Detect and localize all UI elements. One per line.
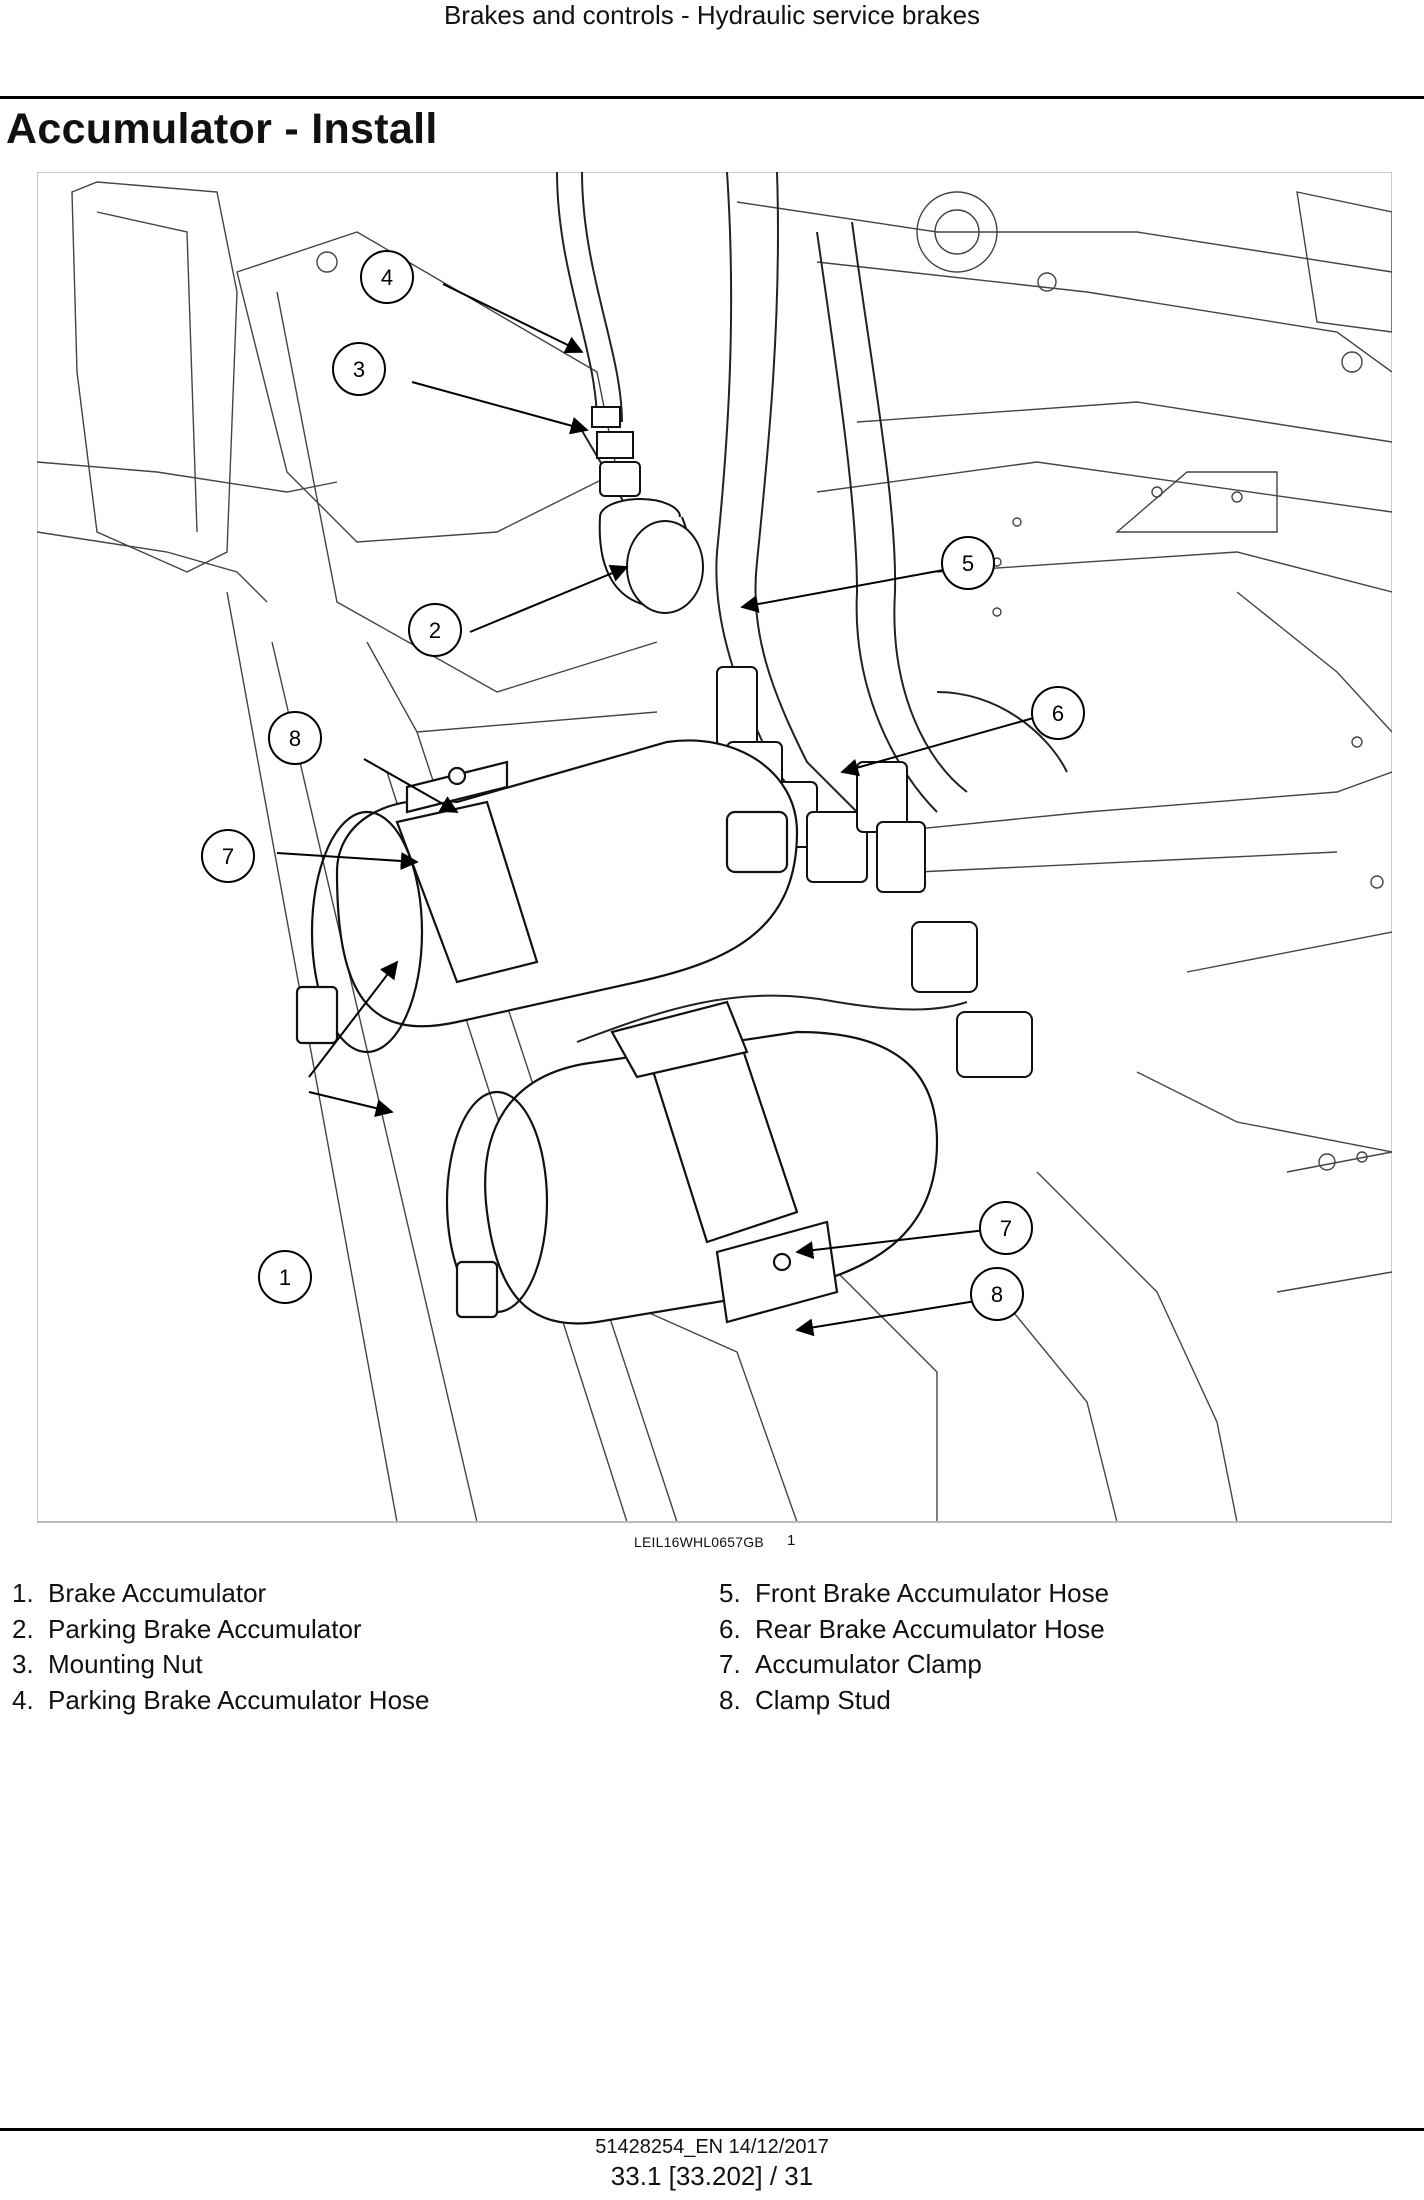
legend-label: Accumulator Clamp (755, 1649, 982, 1679)
footer-document-id: 51428254_EN 14/12/2017 (595, 2136, 829, 2158)
footer-page-number: 33.1 [33.202] / 31 (610, 2161, 814, 2191)
legend-number: 7. (719, 1649, 741, 1679)
callout-8-lower: 8 (970, 1267, 1024, 1321)
callout-2: 2 (408, 603, 462, 657)
svg-text:8: 8 (991, 1282, 1003, 1307)
callout-4: 4 (360, 250, 414, 304)
legend-number: 5. (719, 1578, 741, 1608)
svg-text:7: 7 (1000, 1216, 1012, 1241)
legend-number: 6. (719, 1613, 741, 1644)
legend-item: 8. Clamp Stud (719, 1683, 1109, 1719)
legend-item: 2. Parking Brake Accumulator (12, 1612, 430, 1648)
svg-text:1: 1 (279, 1265, 291, 1290)
legend-left-column: 1. Brake Accumulator 2. Parking Brake Accu… (12, 1576, 430, 1718)
legend-right-column: 5. Front Brake Accumulator Hose 6. Rear Br… (719, 1576, 1109, 1718)
figure-number: 1 (787, 1532, 796, 1549)
callout-1: 1 (258, 1250, 312, 1304)
legend-number: 4. (12, 1684, 34, 1715)
svg-text:3: 3 (353, 357, 365, 382)
hose-fittings (716, 666, 1033, 1078)
callout-6: 6 (1031, 686, 1085, 740)
footer-rule (0, 2128, 1424, 2131)
accumulator-install-illustration: 1 2 3 4 5 6 7 7 8 8 (37, 172, 1392, 1522)
parking-brake-accumulator (591, 406, 704, 614)
header-rule (0, 96, 1424, 99)
svg-text:4: 4 (381, 265, 393, 290)
callout-7-lower: 7 (979, 1201, 1033, 1255)
svg-text:8: 8 (289, 726, 301, 751)
legend-label: Rear Brake Accumulator Hose (755, 1613, 1105, 1644)
legend-item: 1. Brake Accumulator (12, 1576, 430, 1612)
callout-7-upper: 7 (201, 829, 255, 883)
legend-label: Front Brake Accumulator Hose (755, 1578, 1110, 1608)
legend-label: Parking Brake Accumulator (48, 1613, 362, 1644)
running-header: Brakes and controls - Hydraulic service … (443, 0, 981, 30)
legend-item: 3. Mounting Nut (12, 1647, 430, 1683)
svg-text:2: 2 (429, 618, 441, 643)
figure-bottom-rule (37, 1521, 1392, 1523)
svg-text:5: 5 (962, 551, 974, 576)
callout-5: 5 (941, 536, 995, 590)
figure-code: LEIL16WHL0657GB (634, 1534, 764, 1550)
legend-number: 2. (12, 1613, 34, 1644)
svg-text:7: 7 (222, 844, 234, 869)
hose-linework (556, 172, 1068, 1043)
legend-label: Clamp Stud (755, 1684, 891, 1715)
page-title: Accumulator - Install (6, 105, 438, 153)
legend-label: Mounting Nut (48, 1649, 203, 1679)
legend-item: 5. Front Brake Accumulator Hose (719, 1576, 1109, 1612)
legend-number: 3. (12, 1649, 34, 1679)
legend-label: Parking Brake Accumulator Hose (48, 1684, 430, 1715)
legend-item: 4. Parking Brake Accumulator Hose (12, 1683, 430, 1719)
legend-item: 6. Rear Brake Accumulator Hose (719, 1612, 1109, 1648)
legend-number: 8. (719, 1684, 741, 1715)
legend-label: Brake Accumulator (48, 1578, 267, 1608)
svg-text:6: 6 (1052, 701, 1064, 726)
callout-leaders (276, 283, 1038, 1337)
callout-8-upper: 8 (268, 711, 322, 765)
legend-item: 7. Accumulator Clamp (719, 1647, 1109, 1683)
callout-3: 3 (332, 342, 386, 396)
legend-number: 1. (12, 1578, 34, 1608)
